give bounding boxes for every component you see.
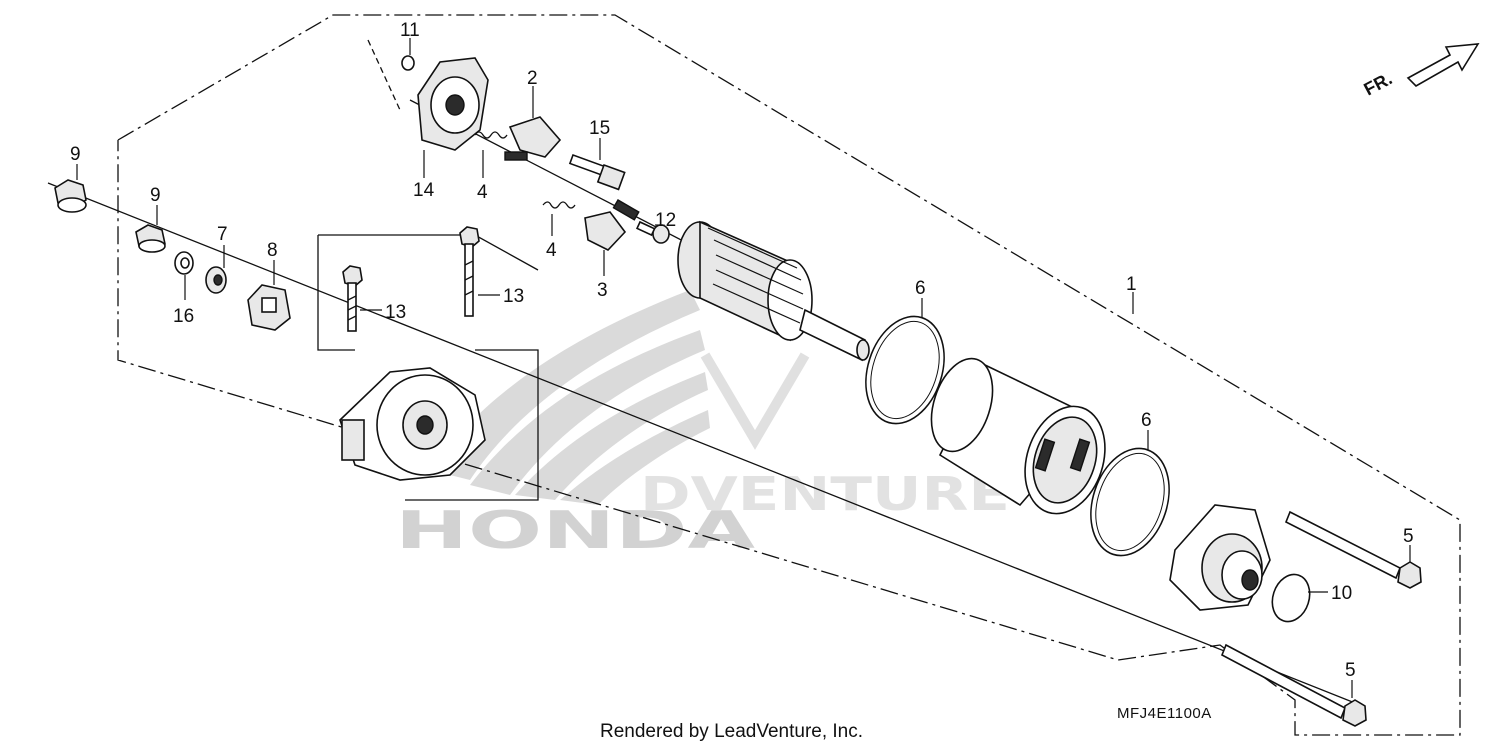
callout-11: 11 [400, 20, 420, 41]
callout-7: 7 [217, 224, 228, 245]
subassembly-box [317, 235, 355, 351]
o-ring-10[interactable] [1266, 570, 1315, 627]
flange-nut-9a[interactable] [54, 179, 87, 213]
terminal-insulator-8[interactable] [247, 284, 291, 331]
brush-holder-14[interactable] [417, 57, 489, 151]
callout-4a: 4 [477, 182, 488, 203]
assembly-boundary [117, 14, 1461, 736]
o-ring-6a[interactable] [853, 306, 957, 433]
lv-logo-watermark [700, 352, 810, 450]
insulator-bushing-7[interactable] [205, 266, 227, 294]
callout-13b: 13 [503, 286, 524, 307]
brush-spring-4a[interactable] [474, 131, 508, 139]
through-bolt-5b[interactable] [1220, 643, 1367, 727]
bolt-13a[interactable] [342, 265, 363, 332]
subassembly-box-right [405, 349, 539, 501]
callout-12: 12 [655, 210, 676, 231]
callout-10: 10 [1331, 583, 1352, 604]
callout-4b: 4 [546, 240, 557, 261]
callout-9b: 9 [150, 185, 161, 206]
yoke-housing[interactable] [921, 351, 1119, 524]
leader-lines [76, 38, 1411, 698]
honda-wing-watermark [430, 290, 710, 505]
callout-8: 8 [267, 240, 278, 261]
callout-9a: 9 [70, 144, 81, 165]
brush-holder-guide [367, 39, 401, 111]
brush-spring-4b[interactable] [542, 201, 576, 209]
o-ring-11[interactable] [401, 55, 415, 71]
brush-3[interactable] [584, 199, 640, 251]
diagram-code: MFJ4E1100A [1117, 705, 1212, 722]
callout-6a: 6 [915, 278, 926, 299]
honda-watermark: HONDA [395, 501, 755, 561]
callout-5b: 5 [1345, 660, 1356, 681]
callout-5a: 5 [1403, 526, 1414, 547]
front-cover[interactable] [1169, 504, 1271, 611]
brush-2[interactable] [504, 116, 562, 161]
axis-line [47, 182, 1361, 706]
flange-nut-9b[interactable] [135, 224, 166, 253]
callout-15: 15 [589, 118, 610, 139]
callout-2: 2 [527, 68, 538, 89]
callout-16: 16 [173, 306, 194, 327]
front-label: FR. [1360, 68, 1395, 99]
subassembly-box-top [318, 234, 539, 271]
washer-16[interactable] [174, 251, 194, 275]
callout-14: 14 [413, 180, 435, 201]
bolt-13b[interactable] [459, 226, 480, 317]
dealer-watermark: DVENTURE [640, 467, 1010, 521]
armature[interactable] [677, 220, 870, 362]
callout-3: 3 [597, 280, 608, 301]
through-bolt-5a[interactable] [1284, 510, 1422, 589]
terminal-bolt-15[interactable] [568, 153, 626, 191]
callout-13a: 13 [385, 302, 406, 323]
callout-1: 1 [1126, 274, 1137, 295]
rear-cover[interactable] [339, 367, 486, 481]
callout-6b: 6 [1141, 410, 1152, 431]
footer-credit: Rendered by LeadVenture, Inc. [600, 721, 863, 742]
front-direction-arrow: FR. [1360, 43, 1480, 100]
o-ring-6b[interactable] [1078, 438, 1182, 565]
